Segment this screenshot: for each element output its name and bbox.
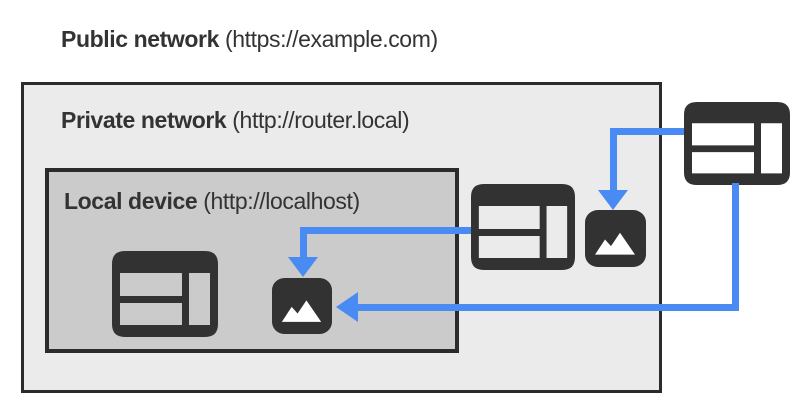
arrow-segment-vertical [732, 183, 739, 311]
public-browser-window-icon [684, 102, 790, 185]
arrowhead-left-icon [336, 292, 358, 322]
public-network-title: Public network [61, 26, 219, 52]
arrowhead-down-icon [288, 257, 318, 277]
private-browser-window-icon [471, 184, 575, 270]
arrow-segment-horizontal [300, 227, 471, 234]
arrow-segment-horizontal [358, 304, 739, 311]
public-network-label: Public network (https://example.com) [61, 26, 438, 53]
arrowhead-down-icon [598, 190, 628, 210]
arrow-segment-vertical [610, 128, 617, 190]
local-device-url: (http://localhost) [203, 188, 360, 214]
private-network-title: Private network [61, 107, 227, 133]
local-image-icon [272, 278, 332, 334]
local-device-label: Local device (http://localhost) [64, 188, 360, 215]
private-network-url: (http://router.local) [232, 107, 410, 133]
arrow-segment-horizontal [610, 128, 684, 135]
private-network-label: Private network (http://router.local) [61, 107, 410, 134]
public-network-url: (https://example.com) [224, 26, 438, 52]
private-image-icon [585, 210, 646, 267]
arrow-segment-vertical [300, 227, 307, 258]
local-device-title: Local device [64, 188, 198, 214]
local-browser-window-icon [112, 251, 218, 337]
